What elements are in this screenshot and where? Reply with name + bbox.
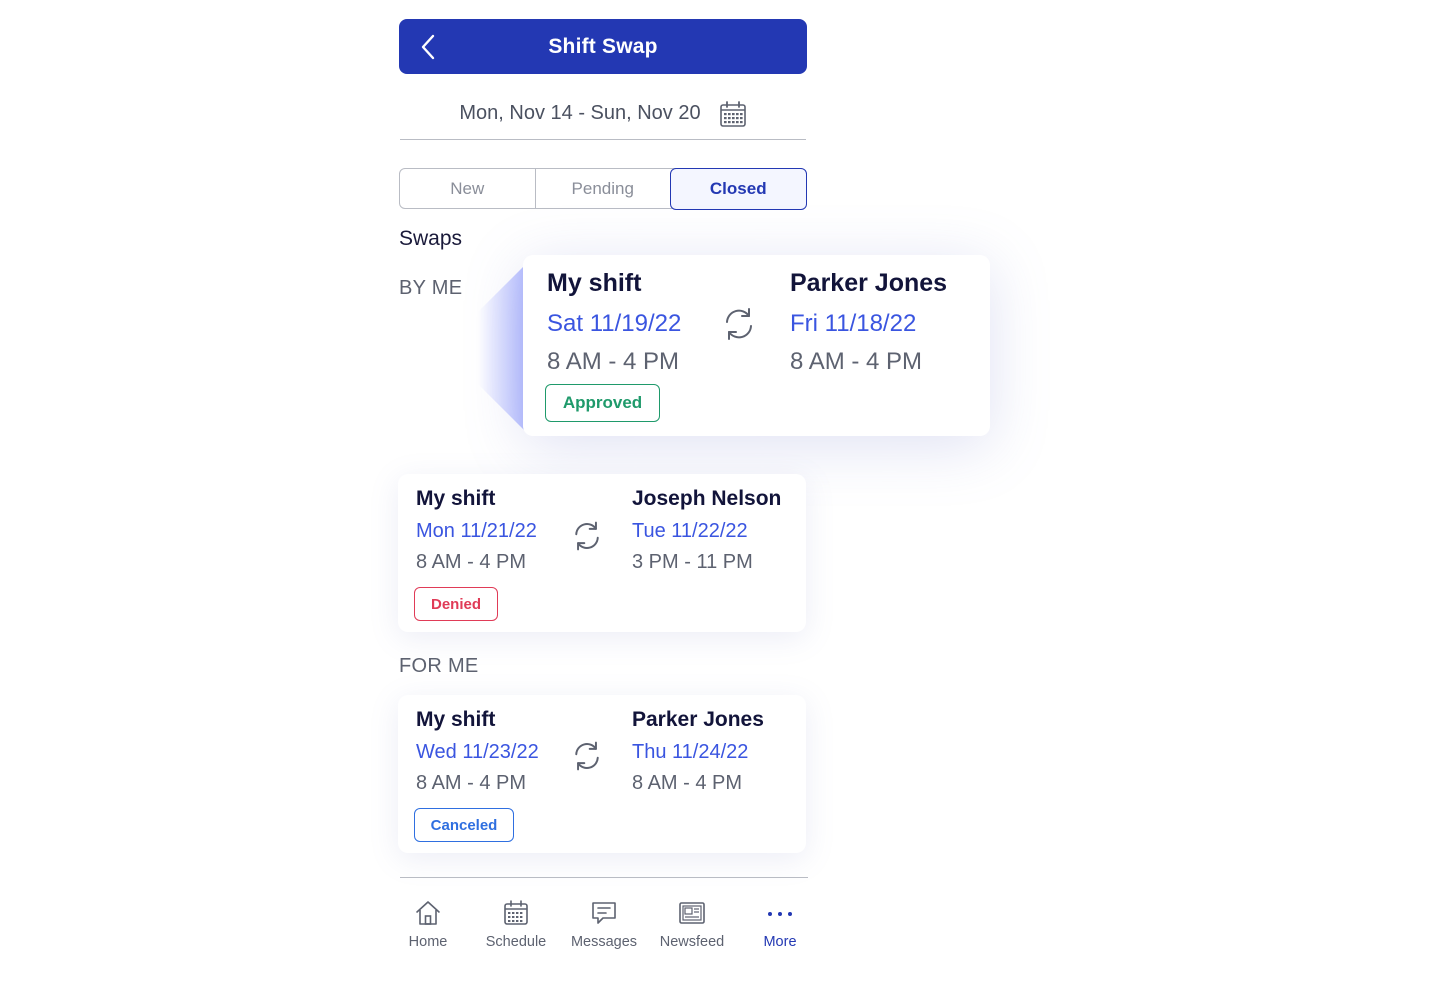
more-icon: [768, 912, 792, 916]
nav-label: Newsfeed: [659, 934, 725, 950]
shift-time: 8 AM - 4 PM: [547, 348, 680, 375]
status-tabs: New Pending Closed: [399, 167, 807, 210]
other-shift-column: Joseph Nelson Tue 11/22/22 3 PM - 11 PM: [632, 487, 781, 574]
date-range-selector[interactable]: Mon, Nov 14 - Sun, Nov 20: [400, 88, 806, 140]
shift-date: Wed 11/23/22: [416, 741, 539, 763]
shift-time: 3 PM - 11 PM: [632, 551, 753, 573]
app-header: Shift Swap: [399, 19, 807, 74]
shift-time: 8 AM - 4 PM: [416, 551, 527, 573]
messages-icon: [592, 902, 616, 924]
bottom-nav: Home Schedule Messages: [384, 898, 824, 968]
highlight-wedge: [478, 266, 524, 430]
other-shift-column: Parker Jones Thu 11/24/22 8 AM - 4 PM: [632, 708, 764, 795]
status-badge: Approved: [545, 384, 660, 422]
status-badge: Denied: [414, 587, 498, 621]
newsfeed-icon: [679, 902, 705, 924]
tab-pending[interactable]: Pending: [534, 169, 671, 208]
bottom-divider: [400, 877, 808, 878]
shift-date: Mon 11/21/22: [416, 520, 537, 542]
other-shift-column: Parker Jones Fri 11/18/22 8 AM - 4 PM: [790, 269, 947, 376]
status-badge: Canceled: [414, 808, 514, 842]
shift-time: 8 AM - 4 PM: [632, 772, 743, 794]
shift-owner: My shift: [416, 708, 496, 731]
shift-date: Fri 11/18/22: [790, 310, 917, 337]
section-title: Swaps: [399, 227, 463, 250]
tab-new[interactable]: New: [450, 178, 485, 198]
page-title: Shift Swap: [548, 34, 658, 58]
chevron-left-icon[interactable]: [421, 33, 441, 61]
shift-date: Tue 11/22/22: [632, 520, 748, 542]
swap-arrows-icon: [726, 308, 752, 340]
nav-schedule[interactable]: Schedule: [472, 898, 560, 968]
swap-card[interactable]: My shift Sat 11/19/22 8 AM - 4 PM Parker…: [523, 255, 990, 436]
shift-owner: Parker Jones: [790, 269, 948, 297]
shift-owner: My shift: [547, 269, 642, 297]
shift-date: Sat 11/19/22: [547, 310, 682, 337]
shift-owner: Parker Jones: [632, 708, 764, 731]
swap-card[interactable]: My shift Wed 11/23/22 8 AM - 4 PM Parker…: [398, 695, 806, 853]
my-shift-column: My shift Mon 11/21/22 8 AM - 4 PM: [416, 487, 537, 574]
shift-owner: Joseph Nelson: [632, 487, 782, 510]
nav-home[interactable]: Home: [384, 898, 472, 968]
nav-newsfeed[interactable]: Newsfeed: [648, 898, 736, 968]
date-range-label: Mon, Nov 14 - Sun, Nov 20: [459, 102, 701, 124]
swap-arrows-icon: [575, 741, 599, 771]
nav-label: Home: [408, 934, 448, 950]
swap-card[interactable]: My shift Mon 11/21/22 8 AM - 4 PM Joseph…: [398, 474, 806, 632]
nav-more[interactable]: More: [736, 898, 824, 968]
home-icon: [416, 901, 440, 925]
shift-date: Thu 11/24/22: [632, 741, 749, 763]
shift-time: 8 AM - 4 PM: [790, 348, 923, 375]
shift-time: 8 AM - 4 PM: [416, 772, 527, 794]
tab-closed[interactable]: Closed: [670, 167, 807, 210]
nav-label: Messages: [570, 934, 638, 950]
nav-label: More: [763, 934, 797, 950]
group-label-by-me: BY ME: [399, 277, 463, 299]
my-shift-column: My shift Sat 11/19/22 8 AM - 4 PM: [547, 269, 681, 376]
swap-arrows-icon: [575, 521, 599, 551]
calendar-icon[interactable]: [719, 100, 747, 128]
schedule-icon: [504, 900, 528, 925]
nav-messages[interactable]: Messages: [560, 898, 648, 968]
group-label-for-me: FOR ME: [399, 655, 479, 677]
nav-label: Schedule: [485, 934, 547, 950]
my-shift-column: My shift Wed 11/23/22 8 AM - 4 PM: [416, 708, 539, 795]
shift-owner: My shift: [416, 487, 496, 510]
